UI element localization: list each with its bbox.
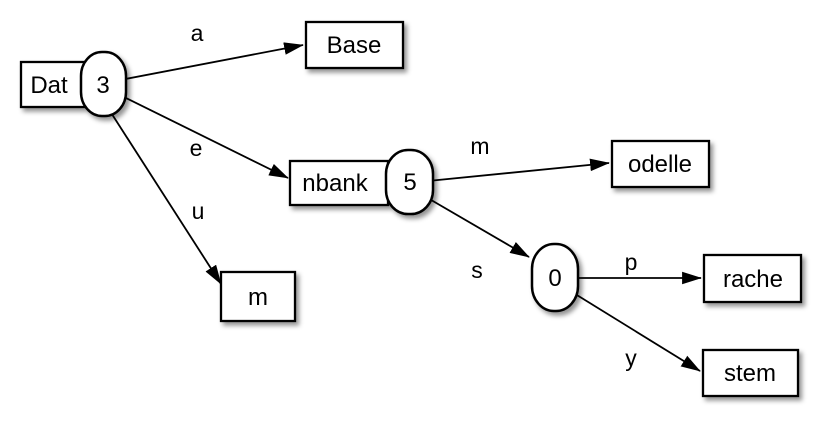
node-odelle: odelle	[610, 139, 711, 189]
edge-label-u: u	[192, 198, 205, 224]
edge-label-e: e	[190, 135, 203, 161]
node-odelle-label: odelle	[628, 151, 692, 178]
node-nbank-badge: 5	[403, 169, 416, 196]
edge-nbank-zero	[425, 196, 530, 258]
node-nbank-label: nbank	[302, 170, 368, 197]
node-base: Base	[304, 20, 405, 70]
node-rache: rache	[702, 253, 803, 304]
node-dat-badge: 3	[96, 72, 109, 99]
node-zero: 0	[530, 242, 580, 313]
edges	[107, 42, 702, 372]
node-dat-label: Dat	[30, 72, 68, 99]
node-nbank: nbank 5	[288, 148, 435, 216]
edge-label-a: a	[191, 20, 204, 46]
edge-zero-stem	[571, 291, 701, 372]
edge-label-p: p	[625, 249, 638, 275]
edge-label-s: s	[471, 257, 483, 283]
node-stem: stem	[701, 348, 800, 398]
node-stem-label: stem	[724, 360, 776, 387]
node-rache-label: rache	[723, 266, 783, 293]
node-base-label: Base	[327, 32, 382, 59]
node-m-label: m	[248, 284, 268, 311]
edge-dat-base	[119, 42, 304, 81]
edge-label-m: m	[470, 133, 489, 159]
edge-label-y: y	[625, 345, 637, 371]
node-zero-badge: 0	[548, 265, 561, 292]
node-m: m	[219, 270, 297, 323]
edge-nbank-odelle	[427, 158, 610, 182]
edge-dat-nbank	[121, 95, 289, 179]
edge-dat-m	[107, 107, 222, 285]
node-dat: Dat 3	[19, 50, 128, 118]
edge-labels: a e u m s p y	[190, 20, 638, 371]
